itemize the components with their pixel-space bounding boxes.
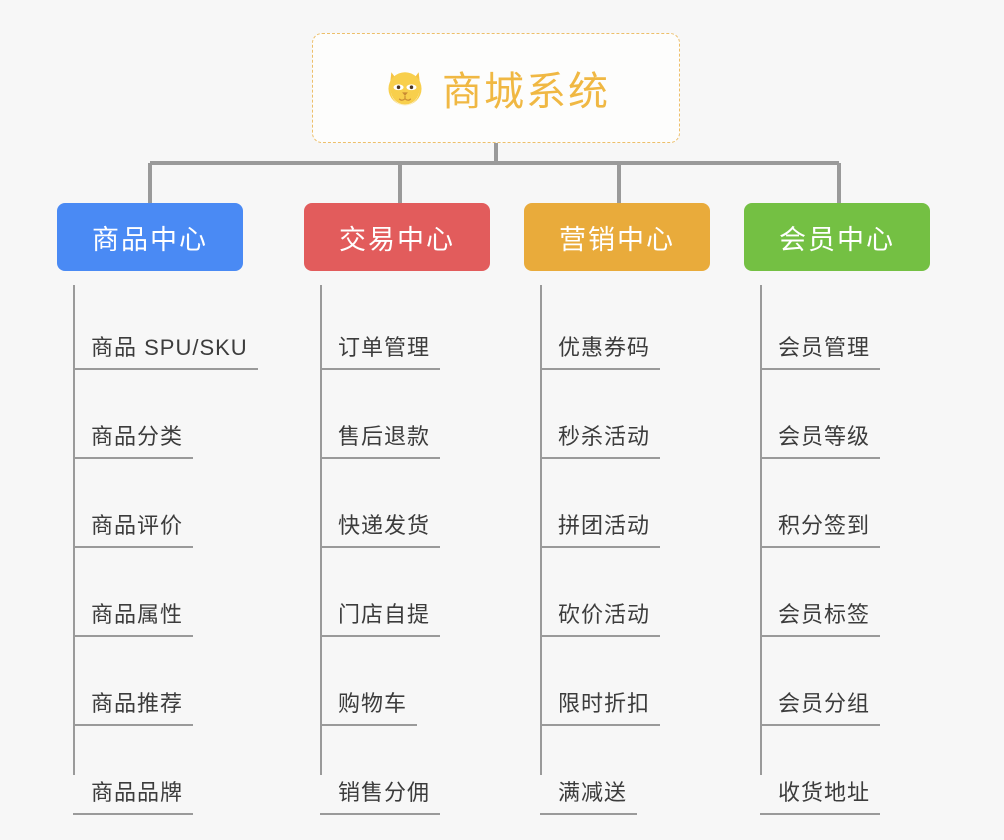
leaf-item[interactable]: 收货地址 — [760, 730, 936, 819]
leaf-item[interactable]: 砍价活动 — [540, 552, 716, 641]
category-box-4[interactable]: 会员中心 — [744, 203, 930, 271]
leaf-label: 优惠券码 — [540, 330, 661, 370]
category-column-营销中心: 营销中心 优惠券码 秒杀活动 拼团活动 砍价活动 限时折扣 满减送 — [496, 203, 716, 819]
leaf-item[interactable]: 会员管理 — [760, 285, 936, 374]
leaf-label: 购物车 — [320, 686, 418, 726]
leaf-label: 会员标签 — [760, 597, 881, 637]
leaf-list-4: 会员管理 会员等级 积分签到 会员标签 会员分组 收货地址 — [716, 285, 936, 819]
leaf-label: 积分签到 — [760, 508, 881, 548]
leaf-label: 砍价活动 — [540, 597, 661, 637]
leaf-list-1: 商品 SPU/SKU 商品分类 商品评价 商品属性 商品推荐 商品品牌 — [57, 285, 277, 819]
category-column-交易中心: 交易中心 订单管理 售后退款 快递发货 门店自提 购物车 销售分佣 — [276, 203, 496, 819]
category-column-会员中心: 会员中心 会员管理 会员等级 积分签到 会员标签 会员分组 收货地址 — [716, 203, 936, 819]
category-label: 营销中心 — [559, 224, 675, 255]
leaf-item[interactable]: 快递发货 — [320, 463, 496, 552]
category-column-商品中心: 商品中心 商品 SPU/SKU 商品分类 商品评价 商品属性 商品推荐 商品品牌 — [57, 203, 277, 819]
leaf-label: 会员等级 — [760, 419, 881, 459]
leaf-item[interactable]: 门店自提 — [320, 552, 496, 641]
leaf-item[interactable]: 商品品牌 — [73, 730, 277, 819]
leaf-label: 限时折扣 — [540, 686, 661, 726]
leaf-label: 商品属性 — [73, 597, 194, 637]
leaf-item[interactable]: 积分签到 — [760, 463, 936, 552]
leaf-label: 订单管理 — [320, 330, 441, 370]
category-label: 会员中心 — [779, 224, 895, 255]
leaf-item[interactable]: 优惠券码 — [540, 285, 716, 374]
root-title: 商城系统 — [442, 70, 610, 114]
category-box-3[interactable]: 营销中心 — [524, 203, 710, 271]
leaf-list-3: 优惠券码 秒杀活动 拼团活动 砍价活动 限时折扣 满减送 — [496, 285, 716, 819]
leaf-item[interactable]: 会员等级 — [760, 374, 936, 463]
category-label: 商品中心 — [92, 224, 208, 255]
leaf-label: 拼团活动 — [540, 508, 661, 548]
category-box-2[interactable]: 交易中心 — [304, 203, 490, 271]
leaf-item[interactable]: 售后退款 — [320, 374, 496, 463]
leaf-item[interactable]: 商品推荐 — [73, 641, 277, 730]
leaf-label: 销售分佣 — [320, 775, 441, 815]
leaf-item[interactable]: 秒杀活动 — [540, 374, 716, 463]
leaf-item[interactable]: 商品分类 — [73, 374, 277, 463]
leaf-item[interactable]: 购物车 — [320, 641, 496, 730]
leaf-label: 秒杀活动 — [540, 419, 661, 459]
category-label: 交易中心 — [339, 224, 455, 255]
leaf-label: 快递发货 — [320, 508, 441, 548]
leaf-label: 商品推荐 — [73, 686, 194, 726]
category-box-1[interactable]: 商品中心 — [57, 203, 243, 271]
leaf-item[interactable]: 商品评价 — [73, 463, 277, 552]
leaf-item[interactable]: 订单管理 — [320, 285, 496, 374]
leaf-label: 商品分类 — [73, 419, 194, 459]
leaf-label: 会员分组 — [760, 686, 881, 726]
shiba-dog-face-icon — [382, 65, 428, 111]
leaf-label: 商品 SPU/SKU — [73, 330, 258, 370]
leaf-label: 门店自提 — [320, 597, 441, 637]
leaf-list-2: 订单管理 售后退款 快递发货 门店自提 购物车 销售分佣 — [276, 285, 496, 819]
leaf-label: 商品品牌 — [73, 775, 194, 815]
leaf-item[interactable]: 销售分佣 — [320, 730, 496, 819]
leaf-label: 售后退款 — [320, 419, 441, 459]
leaf-item[interactable]: 限时折扣 — [540, 641, 716, 730]
leaf-item[interactable]: 拼团活动 — [540, 463, 716, 552]
leaf-item[interactable]: 商品 SPU/SKU — [73, 285, 277, 374]
leaf-label: 商品评价 — [73, 508, 194, 548]
root-node[interactable]: 商城系统 — [312, 33, 680, 143]
leaf-item[interactable]: 会员标签 — [760, 552, 936, 641]
leaf-item[interactable]: 会员分组 — [760, 641, 936, 730]
leaf-item[interactable]: 商品属性 — [73, 552, 277, 641]
leaf-item[interactable]: 满减送 — [540, 730, 716, 819]
leaf-label: 会员管理 — [760, 330, 881, 370]
leaf-label: 满减送 — [540, 775, 638, 815]
leaf-label: 收货地址 — [760, 775, 881, 815]
